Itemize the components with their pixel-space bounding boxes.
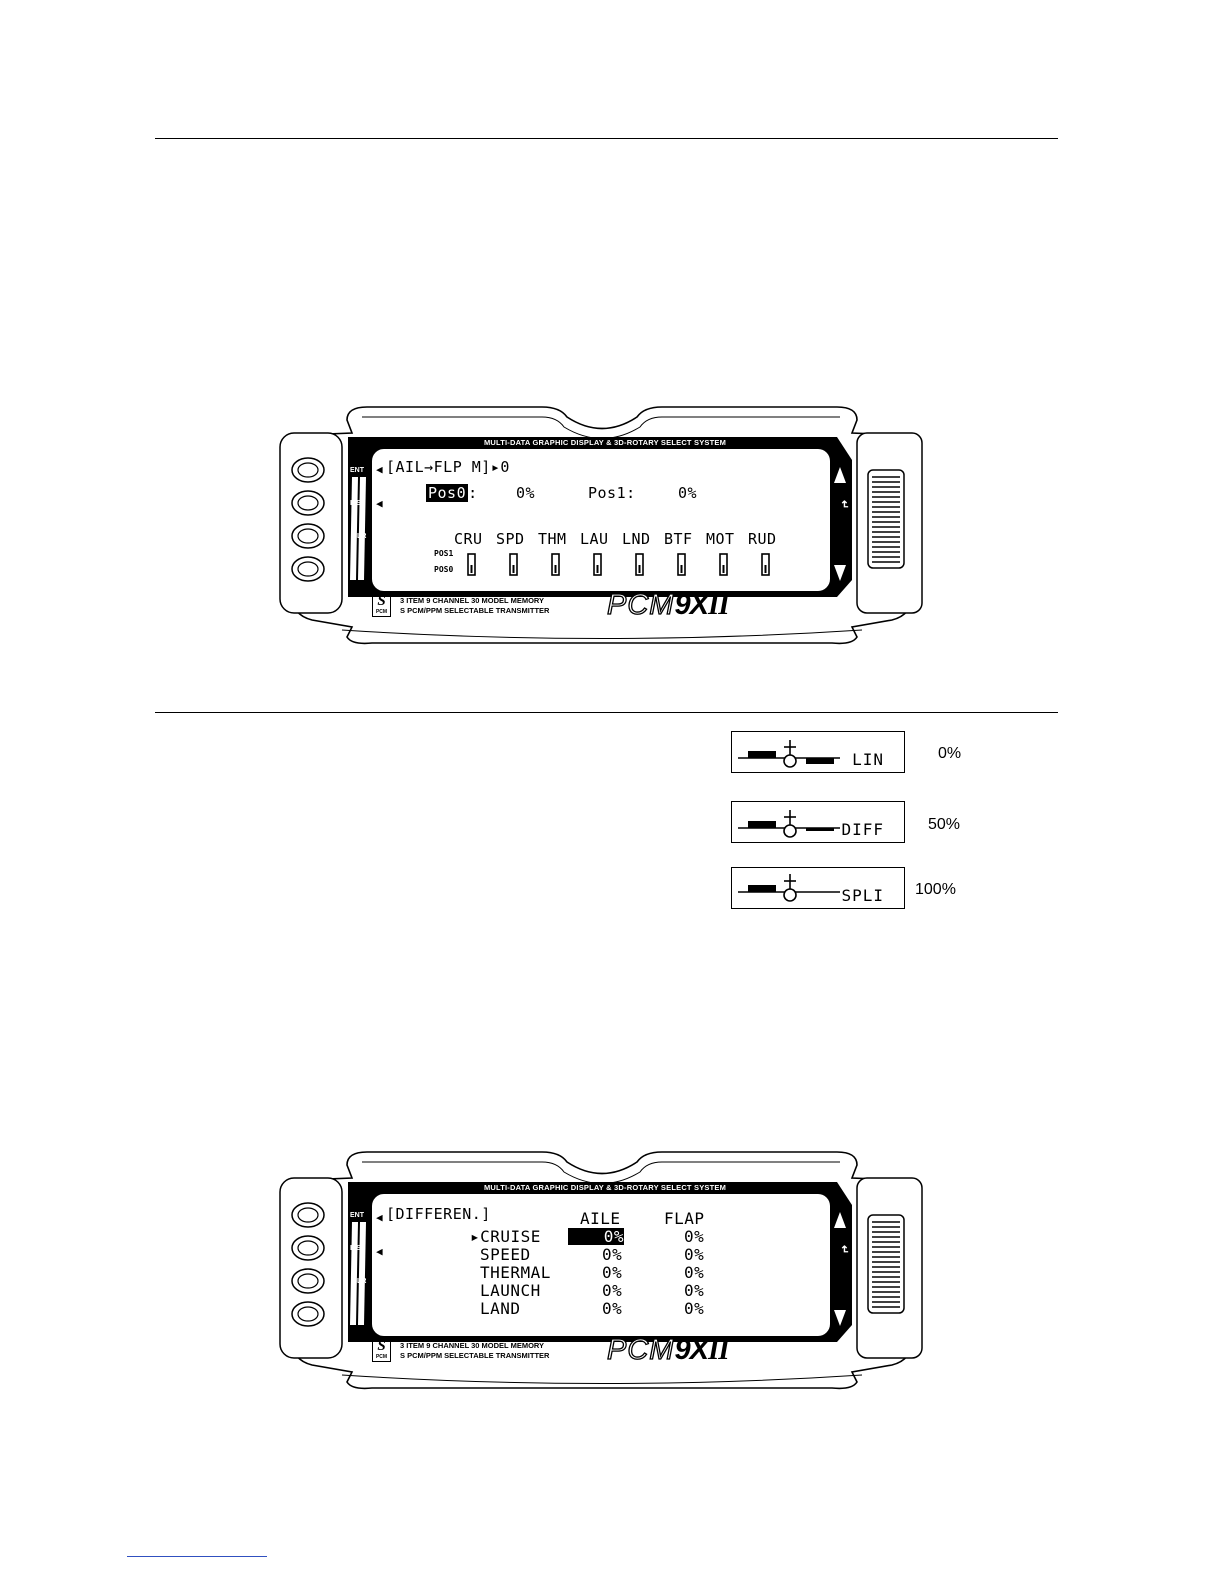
switch-indicator-lnd xyxy=(635,553,644,576)
pos0-colon: : xyxy=(468,484,478,502)
return-arrow-icon[interactable]: ↵ xyxy=(838,1245,850,1255)
pcm9x-logo: PCM9XII xyxy=(606,588,729,621)
display-header-text: MULTI-DATA GRAPHIC DISPLAY & 3D-ROTARY S… xyxy=(483,1183,727,1192)
aileron-lin-icon xyxy=(738,740,840,768)
clr-button-label[interactable]: CLR xyxy=(352,1278,367,1285)
flight-mode-row-name[interactable]: LAUNCH xyxy=(480,1281,541,1300)
transmitter-body-graphic xyxy=(279,1151,923,1390)
flight-mode-row-name[interactable]: SPEED xyxy=(480,1245,531,1264)
flap-value[interactable]: 0% xyxy=(684,1299,705,1318)
aile-value[interactable]: 0% xyxy=(602,1263,623,1282)
switch-indicator-rud xyxy=(761,553,770,576)
pos0-field[interactable]: Pos0: xyxy=(426,484,478,502)
screen-title: [AIL→FLP M]▸0 xyxy=(386,458,510,476)
differential-box-diff: DIFF xyxy=(731,801,905,843)
lcd-screen-differential: ◀ ◀ [DIFFEREN.] AILE FLAP ▸CRUISE 0% 0% … xyxy=(372,1194,842,1336)
switch-indicator-spd xyxy=(509,553,518,576)
flight-mode-row-name[interactable]: THERMAL xyxy=(480,1263,551,1282)
brand-line-1: 3 ITEM 9 CHANNEL 30 MODEL MEMORY xyxy=(400,1341,545,1350)
differential-percent-diff: 50% xyxy=(928,816,961,833)
section-rule-top xyxy=(155,138,1058,139)
differential-percent-lin: 0% xyxy=(938,745,962,762)
cursor-marker-icon: ◀ xyxy=(376,497,384,510)
return-arrow-icon[interactable]: ↵ xyxy=(838,500,850,510)
mode-label-rud: RUD xyxy=(748,530,777,548)
switch-indicator-cru xyxy=(467,553,476,576)
differential-label-spli: SPLI xyxy=(841,886,884,905)
pos1-label: Pos1: xyxy=(588,484,636,502)
switch-indicator-mot xyxy=(719,553,728,576)
pos1-tag: POS1 xyxy=(434,549,454,558)
lcd-screen-aileron-flap: ◀ ◀ [AIL→FLP M]▸0 Pos0: 0% Pos1: 0% CRU … xyxy=(372,449,842,591)
transmitter-display-differential: MULTI-DATA GRAPHIC DISPLAY & 3D-ROTARY S… xyxy=(272,1150,932,1390)
mode-label-mot: MOT xyxy=(706,530,735,548)
flap-value[interactable]: 0% xyxy=(684,1227,705,1246)
list-button-label[interactable]: LIST xyxy=(350,1245,366,1252)
pos1-value[interactable]: 0% xyxy=(678,484,698,502)
list-button-label[interactable]: LIST xyxy=(350,500,366,507)
aileron-split-icon xyxy=(738,874,840,902)
pos0-value[interactable]: 0% xyxy=(516,484,536,502)
switch-position-indicators xyxy=(467,553,770,576)
column-header-aile: AILE xyxy=(580,1209,621,1228)
flap-value[interactable]: 0% xyxy=(684,1263,705,1282)
differential-label-diff: DIFF xyxy=(841,820,884,839)
brand-line-1: 3 ITEM 9 CHANNEL 30 MODEL MEMORY xyxy=(400,596,545,605)
column-header-flap: FLAP xyxy=(664,1209,705,1228)
brand-line-2: S PCM/PPM SELECTABLE TRANSMITTER xyxy=(400,1351,550,1360)
brand-line-2: S PCM/PPM SELECTABLE TRANSMITTER xyxy=(400,606,550,615)
clr-button-label[interactable]: CLR xyxy=(352,533,367,540)
transmitter-body-graphic xyxy=(279,406,923,645)
cursor-marker-icon: ◀ xyxy=(376,1245,384,1258)
mode-label-cru: CRU xyxy=(454,530,483,548)
mode-label-lnd: LND xyxy=(622,530,651,548)
aile-value-selected[interactable]: 0% xyxy=(568,1228,624,1245)
pos0-label: Pos0 xyxy=(426,484,469,502)
flight-mode-row-name[interactable]: ▸CRUISE xyxy=(470,1227,541,1246)
screen-title: [DIFFEREN.] xyxy=(386,1205,491,1223)
flight-mode-row-name[interactable]: LAND xyxy=(480,1299,521,1318)
footer-link-line xyxy=(127,1556,267,1557)
pcm9x-logo: PCM9XII xyxy=(606,1333,729,1366)
transmitter-display-aileron-flap-mix: MULTI-DATA GRAPHIC DISPLAY & 3D-ROTARY S… xyxy=(272,405,932,645)
aile-value[interactable]: 0% xyxy=(602,1299,623,1318)
mode-label-lau: LAU xyxy=(580,530,609,548)
differential-box-lin: LIN xyxy=(731,731,905,773)
mode-label-btf: BTF xyxy=(664,530,693,548)
differential-label-lin: LIN xyxy=(852,750,884,769)
display-header-text: MULTI-DATA GRAPHIC DISPLAY & 3D-ROTARY S… xyxy=(483,438,727,447)
cursor-marker-icon: ◀ xyxy=(376,463,384,476)
mode-label-spd: SPD xyxy=(496,530,525,548)
switch-indicator-thm xyxy=(551,553,560,576)
flap-value[interactable]: 0% xyxy=(684,1245,705,1264)
switch-indicator-btf xyxy=(677,553,686,576)
ent-button-label[interactable]: ENT xyxy=(350,467,364,474)
flap-value[interactable]: 0% xyxy=(684,1281,705,1300)
brand-text: 3 ITEM 9 CHANNEL 30 MODEL MEMORY S PCM/P… xyxy=(400,1341,549,1361)
brand-text: 3 ITEM 9 CHANNEL 30 MODEL MEMORY S PCM/P… xyxy=(400,596,549,616)
ent-button-label[interactable]: ENT xyxy=(350,1212,364,1219)
aile-value[interactable]: 0% xyxy=(602,1281,623,1300)
differential-box-spli: SPLI xyxy=(731,867,905,909)
mode-label-thm: THM xyxy=(538,530,567,548)
aileron-diff-icon xyxy=(738,810,840,838)
cursor-marker-icon: ◀ xyxy=(376,1211,384,1224)
section-rule-middle xyxy=(155,712,1058,713)
aile-value[interactable]: 0% xyxy=(602,1245,623,1264)
differential-percent-spli: 100% xyxy=(915,881,956,898)
pos0-tag: POS0 xyxy=(434,565,454,574)
switch-indicator-lau xyxy=(593,553,602,576)
